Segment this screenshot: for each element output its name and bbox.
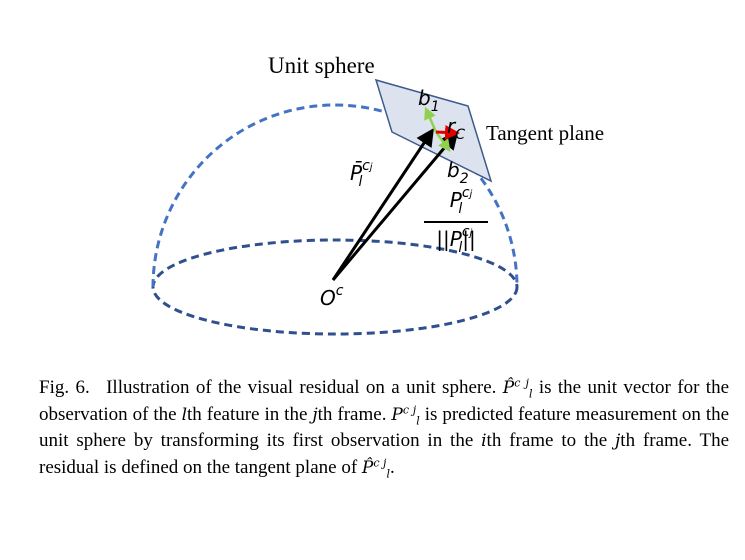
caption-symbol-j2: j bbox=[615, 431, 621, 451]
figure-caption: Fig. 6. Illustration of the visual resid… bbox=[39, 375, 729, 481]
label-normalized-fraction: Pcjl ||Pcjl|| bbox=[424, 185, 488, 256]
caption-text-4: th frame. bbox=[317, 403, 387, 425]
label-b2: b2 bbox=[447, 158, 469, 187]
label-residual: rC bbox=[447, 114, 466, 143]
caption-text-2: is the unit vector for the observation o… bbox=[39, 377, 729, 425]
fraction-denominator: ||Pcjl|| bbox=[436, 224, 476, 256]
label-origin: Oc bbox=[320, 283, 344, 310]
fraction-numerator: Pcjl bbox=[449, 185, 473, 217]
caption-symbol-hat-p: P̂c jl bbox=[502, 376, 533, 401]
caption-text-5: is predicted feature measurement on the … bbox=[39, 403, 730, 452]
hemisphere-dome bbox=[151, 103, 519, 288]
caption-symbol-i: i bbox=[481, 431, 487, 451]
fraction-bar bbox=[424, 221, 488, 223]
caption-symbol-l: l bbox=[181, 404, 188, 425]
label-b1: b1 bbox=[418, 86, 440, 115]
caption-text-3: th feature in the bbox=[187, 403, 308, 425]
unit-sphere-figure: Unit sphere Tangent plane b1 b2 rC Oc P̄… bbox=[151, 53, 605, 336]
basis-vector-b1 bbox=[424, 106, 438, 133]
caption-text-7: th frame. The residual is defined on the… bbox=[39, 430, 730, 478]
basis-vector-b2 bbox=[434, 131, 451, 153]
caption-symbol-hat-p-end: P̂c jl bbox=[361, 455, 390, 480]
caption-label: Fig. 6. bbox=[39, 377, 90, 398]
caption-text-6: th frame to the bbox=[486, 430, 608, 451]
label-tangent-plane: Tangent plane bbox=[486, 121, 605, 145]
residual-vector bbox=[435, 124, 460, 140]
caption-symbol-j: j bbox=[312, 404, 318, 425]
label-unit-sphere: Unit sphere bbox=[268, 53, 375, 78]
caption-text-1: Illustration of the visual residual on a… bbox=[106, 377, 497, 398]
caption-symbol-p: Pc jl bbox=[391, 402, 420, 427]
vector-predicted bbox=[331, 131, 459, 281]
figure-drawing bbox=[151, 78, 519, 336]
caption-end: . bbox=[389, 456, 395, 478]
label-pbar: P̄cjl bbox=[350, 158, 373, 190]
vector-pbar bbox=[331, 128, 434, 281]
